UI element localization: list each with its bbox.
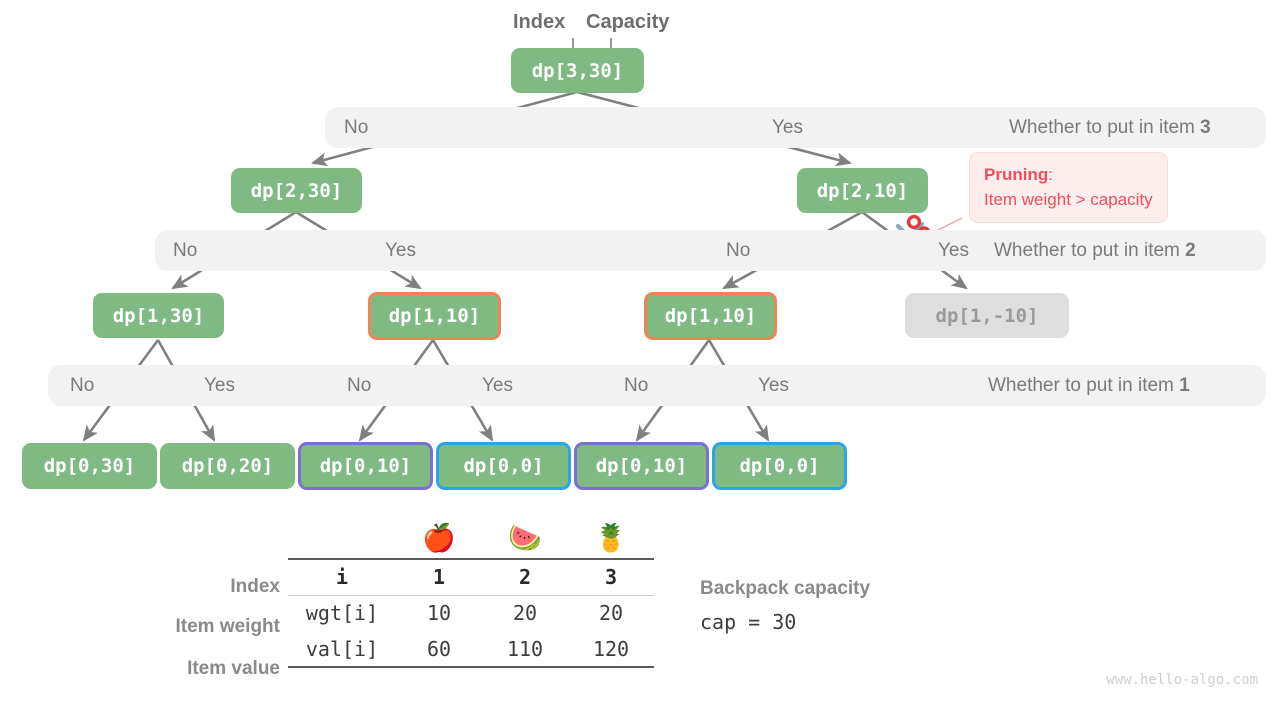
- band-2-label-no-1: No: [173, 240, 198, 261]
- node-dp-3-30[interactable]: dp[3,30]: [511, 48, 644, 93]
- node-dp-1-neg10-pruned[interactable]: dp[1,-10]: [905, 293, 1069, 338]
- node-dp-1-10-left[interactable]: dp[1,10]: [368, 292, 501, 340]
- table-rowhead-value: Item value: [187, 658, 280, 679]
- capacity-value: cap = 30: [700, 610, 797, 634]
- leaf-dp-0-0-right[interactable]: dp[0,0]: [712, 442, 847, 490]
- cell-weight-2: 20: [482, 594, 568, 631]
- table-row-weight: wgt[i] 10 20 20: [288, 594, 654, 631]
- item-table: Index Item weight Item value 🍎 🍉 🍍 i 1 2…: [175, 518, 654, 679]
- band-1-label-no-2: No: [347, 375, 372, 396]
- cell-index-2: 2: [482, 558, 568, 595]
- leaf-dp-0-0-left[interactable]: dp[0,0]: [436, 442, 571, 490]
- band-2-title: Whether to put in item 2: [994, 230, 1196, 271]
- table-row-index: i 1 2 3: [288, 558, 654, 595]
- band-1-title: Whether to put in item 1: [988, 365, 1190, 406]
- emoji-spacer: [288, 518, 396, 559]
- pruning-callout: Pruning: Item weight > capacity: [969, 152, 1168, 223]
- leaf-dp-0-20[interactable]: dp[0,20]: [160, 443, 295, 489]
- band-3-title-num: 3: [1200, 117, 1211, 138]
- band-1-title-text: Whether to put in item: [988, 375, 1180, 396]
- table-bottom-rule: [288, 666, 654, 669]
- node-dp-1-30[interactable]: dp[1,30]: [93, 293, 224, 338]
- band-2-title-text: Whether to put in item: [994, 240, 1186, 261]
- band-1-label-yes-3: Yes: [758, 375, 789, 396]
- cell-val-label: val[i]: [305, 636, 379, 661]
- table-row-emoji: 🍎 🍉 🍍: [288, 518, 654, 559]
- cell-index-3: 3: [568, 558, 654, 595]
- cell-wgt-label: wgt[i]: [288, 594, 396, 631]
- pruning-body: Item weight > capacity: [984, 190, 1153, 209]
- decision-band-item-1: [48, 365, 1266, 406]
- emoji-apple-icon: 🍎: [422, 523, 456, 553]
- leaf-dp-0-10-left[interactable]: dp[0,10]: [298, 442, 433, 490]
- leaf-dp-0-10-right[interactable]: dp[0,10]: [574, 442, 709, 490]
- cell-value-2: 110: [506, 636, 544, 661]
- band-1-label-yes-1: Yes: [204, 375, 235, 396]
- pruning-colon: :: [1048, 165, 1053, 184]
- cell-weight-3: 20: [568, 594, 654, 631]
- node-dp-2-10[interactable]: dp[2,10]: [797, 168, 928, 213]
- table-rowhead-index: Index: [230, 576, 280, 597]
- band-1-label-no-3: No: [624, 375, 649, 396]
- band-1-label-no-1: No: [70, 375, 95, 396]
- band-3-label-no: No: [344, 117, 369, 138]
- pruning-heading: Pruning:: [984, 162, 1153, 187]
- emoji-watermelon-icon: 🍉: [508, 523, 542, 553]
- band-2-label-no-2: No: [726, 240, 751, 261]
- watermark: www.hello-algo.com: [1106, 672, 1258, 688]
- node-dp-1-10-right[interactable]: dp[1,10]: [644, 292, 777, 340]
- band-3-title-text: Whether to put in item: [1009, 117, 1201, 138]
- cell-index-1: 1: [396, 558, 482, 595]
- band-3-label-yes: Yes: [772, 117, 803, 138]
- band-1-title-num: 1: [1179, 375, 1190, 396]
- node-dp-2-30[interactable]: dp[2,30]: [231, 168, 362, 213]
- index-annotation: Index: [513, 11, 566, 33]
- pruning-heading-text: Pruning: [984, 165, 1049, 184]
- capacity-block: Backpack capacity cap = 30: [700, 578, 870, 634]
- cell-value-1: 60: [426, 636, 452, 661]
- band-1-label-yes-2: Yes: [482, 375, 513, 396]
- emoji-pineapple-icon: 🍍: [594, 523, 628, 553]
- table-row-value: val[i] 60 110 120: [288, 631, 654, 667]
- capacity-title: Backpack capacity: [700, 578, 871, 599]
- band-2-title-num: 2: [1185, 240, 1196, 261]
- decision-band-item-3: [325, 107, 1266, 148]
- table-rowhead-weight: Item weight: [175, 616, 280, 637]
- capacity-annotation: Capacity: [586, 11, 670, 33]
- cell-weight-1: 10: [396, 594, 482, 631]
- decision-band-item-2: [155, 230, 1266, 271]
- band-3-title: Whether to put in item 3: [1009, 107, 1211, 148]
- band-2-label-yes-1: Yes: [385, 240, 416, 261]
- cell-i: i: [288, 558, 396, 595]
- cell-value-3: 120: [592, 636, 630, 661]
- band-2-label-yes-2: Yes: [938, 240, 969, 261]
- leaf-dp-0-30[interactable]: dp[0,30]: [22, 443, 157, 489]
